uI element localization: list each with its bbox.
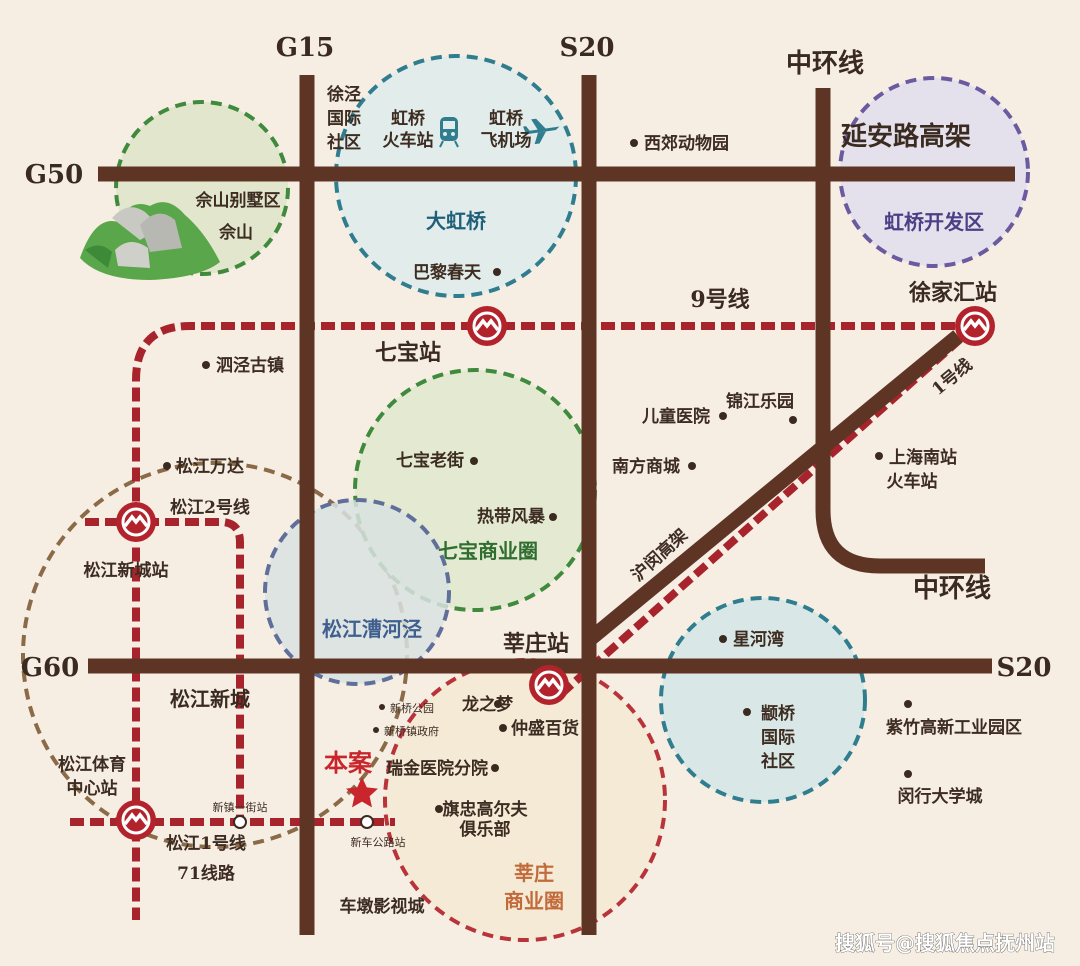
qibao-old-street-label: 七宝老街	[396, 450, 464, 471]
qibao-station-label: 七宝站	[375, 340, 441, 366]
xinzhuang-station-label: 莘庄站	[503, 631, 569, 657]
hongqiao-dev-label: 虹桥开发区	[884, 210, 984, 234]
zhuqiao-label-1: 颛桥	[761, 704, 796, 724]
zhuqiao-zone-circle	[659, 596, 867, 804]
zhuqiao-label-3: 社区	[760, 751, 795, 772]
mountain-icon	[80, 202, 220, 280]
xinzhen-jie-label: 新镇一街站	[213, 800, 268, 814]
mid-ring-bottom-label: 中环线	[913, 574, 991, 604]
mid-ring-top-label: 中环线	[786, 49, 864, 79]
xujiahui-station-label: 徐家汇站	[908, 280, 997, 306]
g15-label: G15	[276, 33, 334, 63]
line71-label: 71线路	[177, 863, 236, 884]
xinche-gonglu-station-dot	[360, 815, 374, 829]
g60-label: G60	[21, 653, 79, 683]
songjiang-line1-label: 松江1号线	[166, 833, 246, 854]
watermark-text: 搜狐号@搜狐焦点抚州站	[835, 931, 1055, 955]
paris-spring-label: 巴黎春天	[413, 262, 482, 283]
zizhu-label: 紫竹高新工业园区	[886, 717, 1022, 738]
xujing-label-3: 社区	[326, 132, 361, 153]
huminqiao-road	[584, 330, 963, 646]
xinzhuang-station-icon	[529, 665, 569, 705]
hongqiao-airport-label-1: 虹桥	[489, 109, 524, 129]
chedun-label: 车墩影视城	[340, 896, 425, 917]
airplane-icon	[523, 118, 560, 145]
xijiao-zoo-label: 西郊动物园	[644, 133, 729, 154]
tropical-storm-label: 热带风暴	[477, 506, 546, 527]
da-hongqiao-label: 大虹桥	[426, 209, 487, 233]
hongqiao-airport-label-2: 飞机场	[481, 130, 532, 151]
songjiang-sports-label-1: 松江体育	[58, 754, 126, 775]
xujing-label-2: 国际	[327, 109, 361, 129]
nanfang-mall-label: 南方商城	[612, 456, 680, 477]
sheshan-villa-label: 佘山别墅区	[195, 190, 281, 211]
poi-dots	[163, 139, 912, 813]
g50-label: G50	[25, 160, 83, 190]
hongqiao-rail-label-2: 火车站	[383, 130, 434, 151]
songjiang-wanda-label: 松江万达	[176, 456, 244, 477]
qizhong-golf-label-1: 旗忠高尔夫	[443, 799, 529, 820]
shanghai-south-label-1: 上海南站	[889, 447, 957, 468]
xinqiao-gov-label: 新桥镇政府	[384, 724, 439, 738]
qibao-station-icon	[467, 306, 507, 346]
songjiang-sports-station-icon	[116, 800, 156, 840]
longzhimeng-label: 龙之梦	[461, 694, 514, 715]
xujiahui-station-icon	[955, 306, 995, 346]
zhongsheng-label: 仲盛百货	[511, 718, 579, 739]
minhang-uni-label: 闵行大学城	[898, 786, 983, 807]
yanan-elevated-label: 延安路高架	[840, 121, 971, 152]
songjiang-sports-label-2: 中心站	[67, 778, 118, 799]
songjiang-xincheng-station-label: 松江新城站	[84, 560, 169, 581]
shanghai-south-label-2: 火车站	[887, 471, 938, 492]
metro-station-icons	[116, 306, 995, 840]
ruijin-label: 瑞金医院分院	[386, 758, 488, 779]
project-label: 本案	[324, 748, 373, 777]
caohejing-zone-circle	[263, 498, 451, 686]
songjiang-line2-path	[85, 518, 244, 822]
s20-top-label: S20	[560, 33, 615, 63]
sijing-label: 泗泾古镇	[216, 355, 284, 376]
roads	[88, 75, 1015, 935]
xinqiao-park-label: 新桥公园	[390, 701, 434, 715]
star-icon	[346, 777, 378, 808]
line9-path	[132, 322, 975, 920]
train-icon	[439, 117, 459, 148]
songjiang-line2-label: 松江2号线	[170, 497, 250, 518]
songjiang-xincheng-station-icon	[116, 502, 156, 542]
sheshan-label: 佘山	[218, 222, 253, 243]
s20-right-label: S20	[997, 653, 1052, 683]
xinghewan-label: 星河湾	[733, 629, 784, 650]
caohejing-label: 松江漕河泾	[322, 617, 422, 641]
songjiang-newtown-label: 松江新城	[170, 687, 250, 711]
xujing-label-1: 徐泾	[326, 84, 361, 105]
xinzhuang-biz-label-2: 商业圈	[504, 889, 564, 913]
middle-ring-road	[815, 88, 985, 574]
qizhong-golf-label-2: 俱乐部	[459, 819, 511, 840]
zhuqiao-label-2: 国际	[761, 728, 795, 748]
childrens-hospital-label: 儿童医院	[641, 406, 710, 427]
hongqiao-rail-label-1: 虹桥	[391, 109, 426, 129]
xinzhuang-biz-label-1: 莘庄	[514, 861, 554, 885]
qibao-biz-label: 七宝商业圈	[438, 539, 538, 563]
xinche-gonglu-label: 新车公路站	[351, 835, 406, 849]
jinjiang-park-label: 锦江乐园	[726, 391, 794, 412]
line9-label: 9号线	[690, 287, 749, 313]
xinzhen-jie-station-dot	[233, 815, 247, 829]
